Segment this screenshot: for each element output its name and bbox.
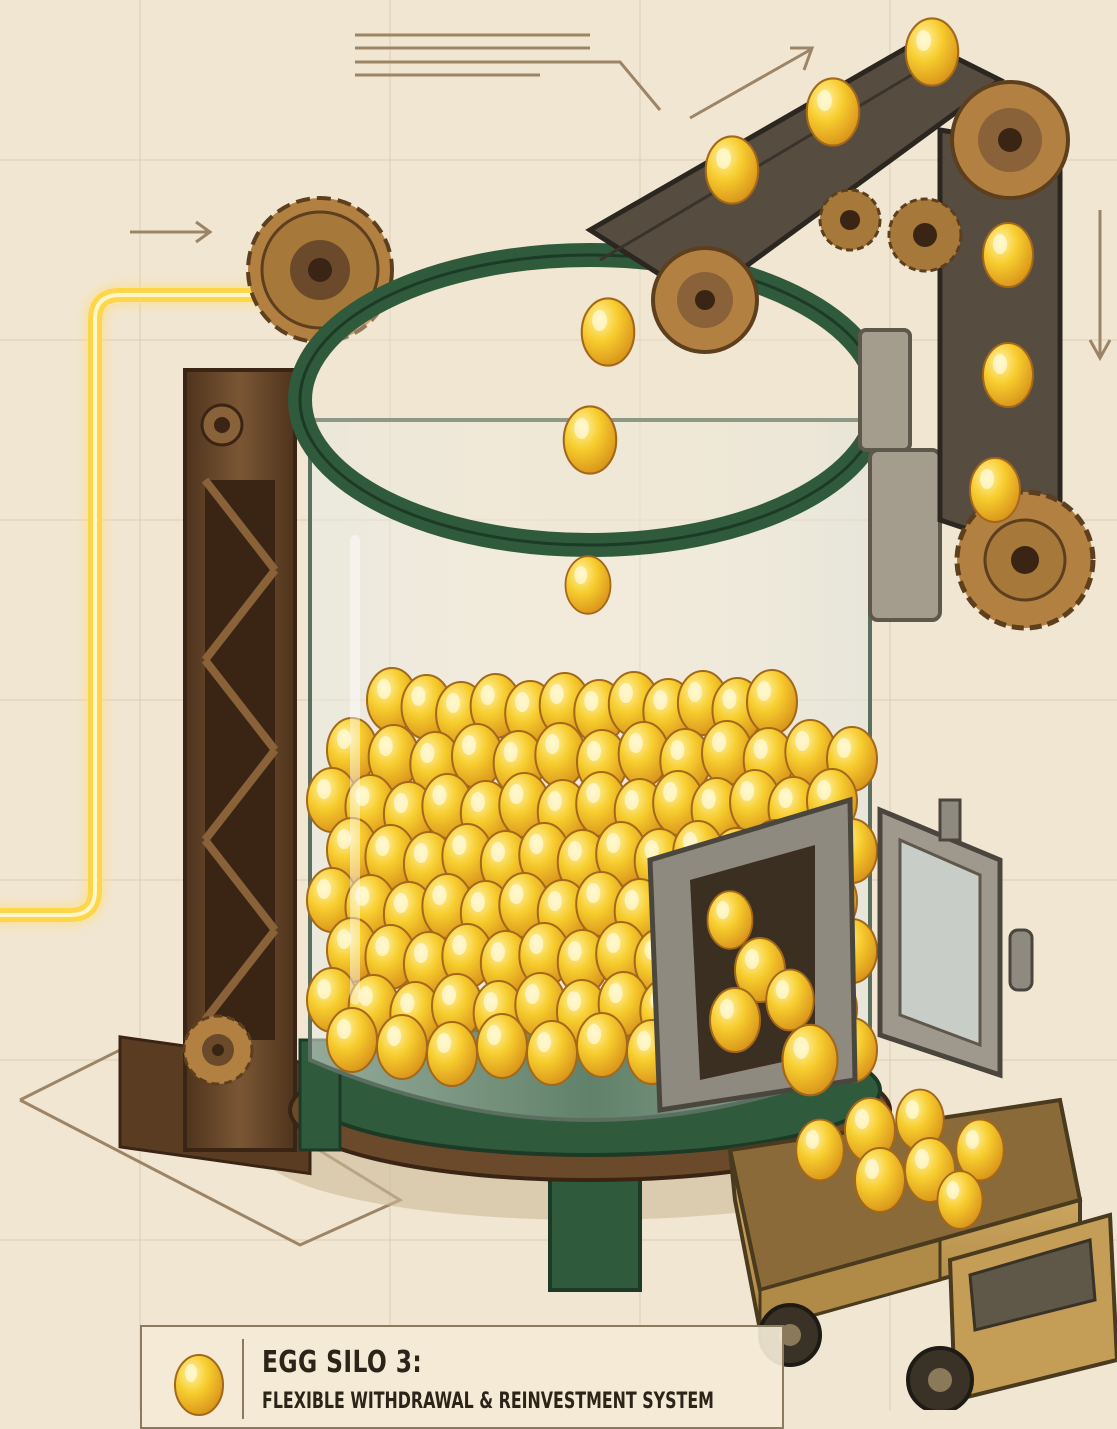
egg-icon: [747, 670, 797, 734]
egg-icon: [377, 1015, 427, 1079]
caption-title: EGG SILO 3:: [262, 1345, 422, 1380]
egg-icon: [983, 223, 1033, 287]
caption-subtitle: FLEXIBLE WITHDRAWAL & REINVESTMENT SYSTE…: [262, 1389, 714, 1414]
egg-icon: [427, 1022, 477, 1086]
egg-icon: [706, 136, 759, 203]
egg-icon: [527, 1021, 577, 1085]
egg-icon: [577, 1013, 627, 1077]
gear-icon: [184, 1016, 252, 1084]
egg-icon: [807, 78, 860, 145]
caption-panel: EGG SILO 3: FLEXIBLE WITHDRAWAL & REINVE…: [140, 1325, 784, 1429]
egg-icon: [327, 1008, 377, 1072]
egg-icon: [855, 1148, 905, 1212]
egg-icon: [766, 970, 814, 1031]
egg-icon: [710, 988, 760, 1052]
egg-icon: [564, 406, 617, 473]
egg-icon: [970, 458, 1020, 522]
silo-hatch-door: [650, 800, 1032, 1110]
silo-rim: [300, 255, 880, 545]
egg-icon: [566, 556, 611, 614]
egg-icon: [582, 298, 635, 365]
egg-icon: [477, 1014, 527, 1078]
egg-icon: [796, 1120, 844, 1181]
egg-icon: [983, 343, 1033, 407]
egg-icon: [938, 1171, 983, 1229]
egg-icon: [708, 891, 753, 949]
conveyor-bracket: [860, 330, 940, 620]
egg-icon: [156, 1339, 244, 1419]
egg-icon: [906, 18, 959, 85]
egg-icon: [783, 1025, 838, 1095]
